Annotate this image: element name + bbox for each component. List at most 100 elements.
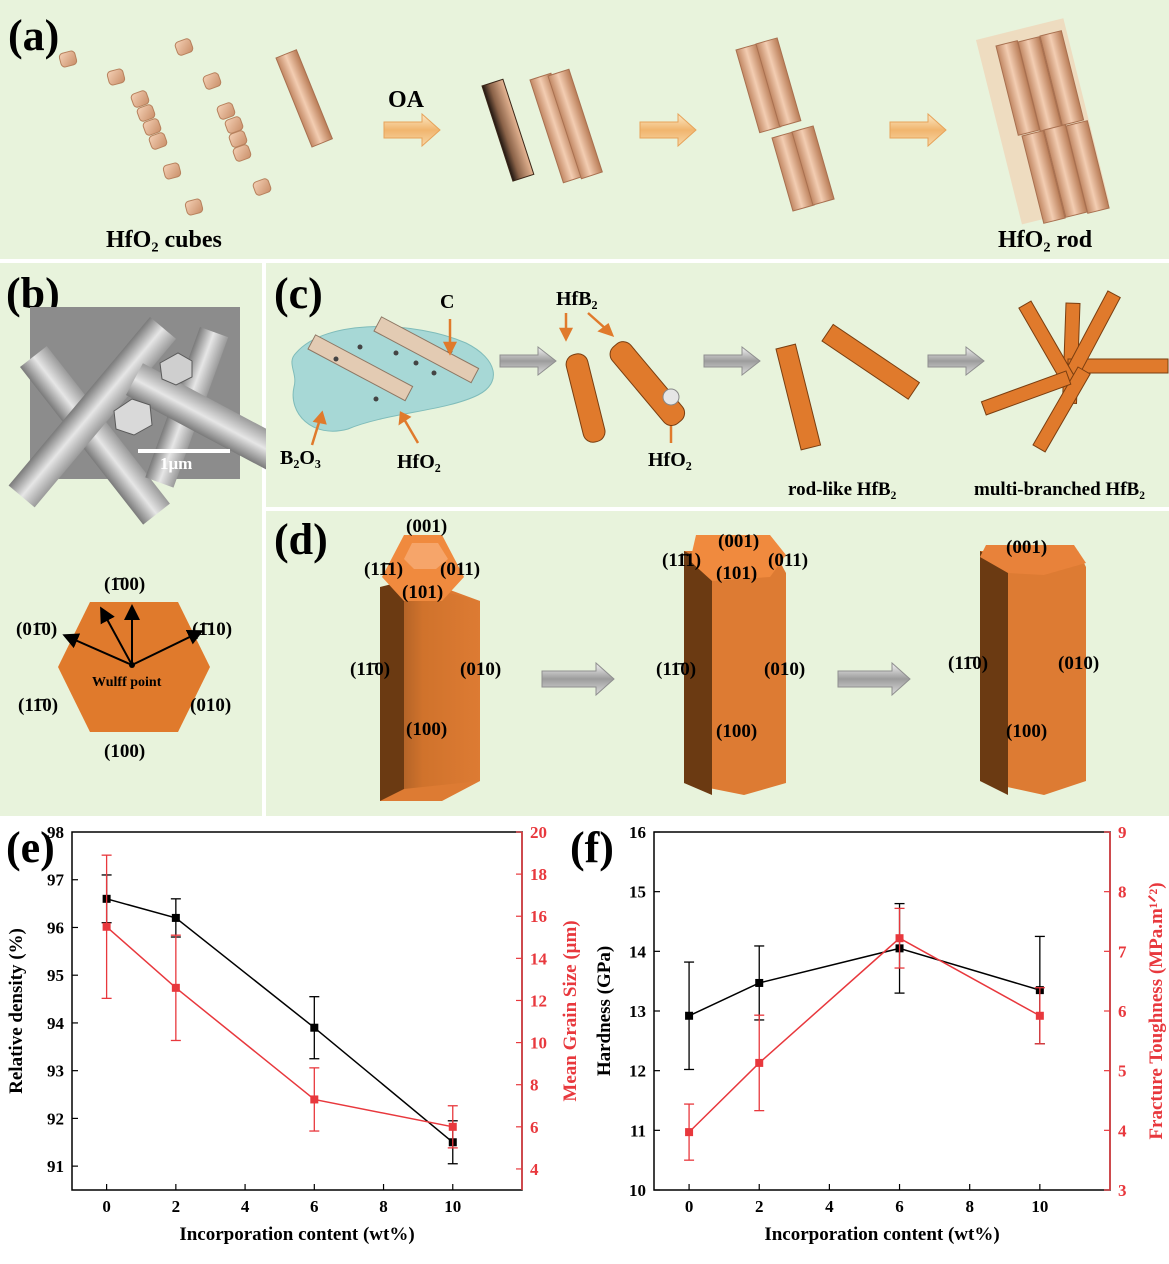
- c2-tl: (11̄1): [662, 550, 702, 571]
- data-point: [171, 983, 180, 992]
- label-hfo2-1: HfO₂: [397, 451, 441, 473]
- y-right-tick-label: 4: [530, 1160, 539, 1179]
- data-point: [171, 913, 180, 922]
- hfo2-cubes-caption: HfO₂ cubes: [106, 227, 222, 253]
- x-tick-label: 4: [241, 1197, 250, 1216]
- y-right-tick-label: 12: [530, 991, 547, 1010]
- x-tick-label: 8: [379, 1197, 388, 1216]
- crystal-3: [980, 545, 1086, 795]
- c1-top: (001): [406, 516, 448, 537]
- y-left-tick-label: 13: [629, 1002, 646, 1021]
- data-point: [310, 1095, 319, 1104]
- y-right-tick-label: 10: [530, 1034, 547, 1053]
- data-point: [102, 922, 111, 931]
- facet-bottom: (100): [104, 741, 146, 762]
- y-left-axis-label: Relative density (%): [6, 928, 27, 1094]
- crystal-1: [380, 535, 480, 801]
- label-rodlike: rod-like HfB₂: [788, 479, 897, 500]
- data-point: [895, 934, 904, 943]
- panel-e-label: (e): [6, 823, 55, 872]
- c1-right: (010): [460, 659, 502, 680]
- y-left-tick-label: 96: [47, 918, 64, 937]
- series-line-left: [106, 898, 454, 1143]
- y-right-tick-label: 6: [530, 1118, 539, 1137]
- x-axis-label: Incorporation content (wt%): [179, 1224, 414, 1245]
- x-tick-label: 2: [172, 1197, 181, 1216]
- x-tick-label: 6: [895, 1197, 904, 1216]
- c1-front: (101): [402, 582, 444, 603]
- c3-bottom: (100): [1006, 721, 1048, 742]
- panel-f-label: (f): [570, 823, 614, 872]
- data-point: [755, 1058, 764, 1067]
- c2-left: (11̄0): [656, 659, 697, 680]
- scale-bar-label: 1μm: [160, 454, 193, 473]
- y-left-tick-label: 14: [629, 942, 647, 961]
- x-tick-label: 6: [310, 1197, 319, 1216]
- crystal-2: [684, 535, 786, 795]
- label-multibranched: multi-branched HfB₂: [974, 479, 1145, 500]
- facet-upper-right: (1̄10): [192, 619, 233, 640]
- y-right-tick-label: 5: [1118, 1062, 1127, 1081]
- c2-bottom: (100): [716, 721, 758, 742]
- c3-top: (001): [1006, 537, 1048, 558]
- x-axis-label: Incorporation content (wt%): [764, 1224, 999, 1245]
- facet-top: (1̄00): [104, 574, 146, 595]
- y-right-tick-label: 8: [1118, 883, 1127, 902]
- y-right-tick-label: 20: [530, 823, 547, 842]
- c2-right: (010): [764, 659, 806, 680]
- c3-left: (11̄0): [948, 653, 989, 674]
- y-left-tick-label: 95: [47, 966, 64, 985]
- c1-bottom: (100): [406, 719, 448, 740]
- y-left-tick-label: 16: [629, 823, 646, 842]
- plot-frame: [71, 831, 523, 1191]
- wulff-point-label: Wulff point: [92, 675, 162, 690]
- series-line-right: [688, 937, 1041, 1133]
- data-point: [685, 1011, 694, 1020]
- hfo2-rod-caption: HfO₂ rod: [998, 227, 1093, 253]
- y-right-tick-label: 16: [530, 907, 547, 926]
- y-left-tick-label: 97: [47, 871, 65, 890]
- c2-top: (001): [718, 531, 760, 552]
- y-right-tick-label: 4: [1118, 1121, 1127, 1140]
- data-point: [310, 1023, 319, 1032]
- y-left-axis-label: Hardness (GPa): [594, 946, 615, 1076]
- x-tick-label: 0: [685, 1197, 694, 1216]
- label-c: C: [440, 291, 455, 313]
- y-right-tick-label: 7: [1118, 942, 1127, 961]
- hfo2-cubes: [58, 38, 272, 216]
- y-left-tick-label: 93: [47, 1062, 64, 1081]
- hfo2-rod-attached: [735, 37, 835, 212]
- y-left-top-label: 98: [47, 823, 64, 842]
- x-tick-label: 10: [1031, 1197, 1048, 1216]
- hfo2-rod-pair: [481, 68, 603, 184]
- x-tick-label: 2: [755, 1197, 764, 1216]
- data-point: [685, 1128, 694, 1137]
- y-left-tick-label: 11: [630, 1121, 646, 1140]
- y-left-tick-label: 10: [629, 1181, 646, 1200]
- facet-lower-left: (11̄0): [18, 695, 59, 716]
- y-left-tick-label: 91: [47, 1157, 64, 1176]
- data-point: [755, 978, 764, 987]
- wulff-hexagon: [58, 602, 210, 732]
- panel-a-graphics: [58, 18, 1110, 225]
- x-tick-label: 8: [965, 1197, 974, 1216]
- label-b2o3: B₂O₃: [280, 447, 321, 469]
- y-right-tick-label: 3: [1118, 1181, 1127, 1200]
- c1-left: (11̄0): [350, 659, 391, 680]
- panel-c-label: (c): [274, 269, 323, 318]
- data-point: [1035, 1011, 1044, 1020]
- c1-tl: (11̄1): [364, 559, 404, 580]
- sem-image: [8, 307, 294, 525]
- x-tick-label: 10: [444, 1197, 461, 1216]
- y-right-tick-label: 14: [530, 949, 548, 968]
- x-tick-label: 4: [825, 1197, 834, 1216]
- y-left-tick-label: 94: [47, 1014, 65, 1033]
- panel-d-graphics: [380, 535, 1086, 801]
- hfo2-rod-final: [976, 18, 1110, 225]
- label-hfo2-2: HfO₂: [648, 449, 692, 471]
- data-point: [448, 1122, 457, 1131]
- arrows-a: [383, 112, 947, 148]
- oa-label: OA: [388, 87, 424, 113]
- y-left-tick-label: 12: [629, 1062, 646, 1081]
